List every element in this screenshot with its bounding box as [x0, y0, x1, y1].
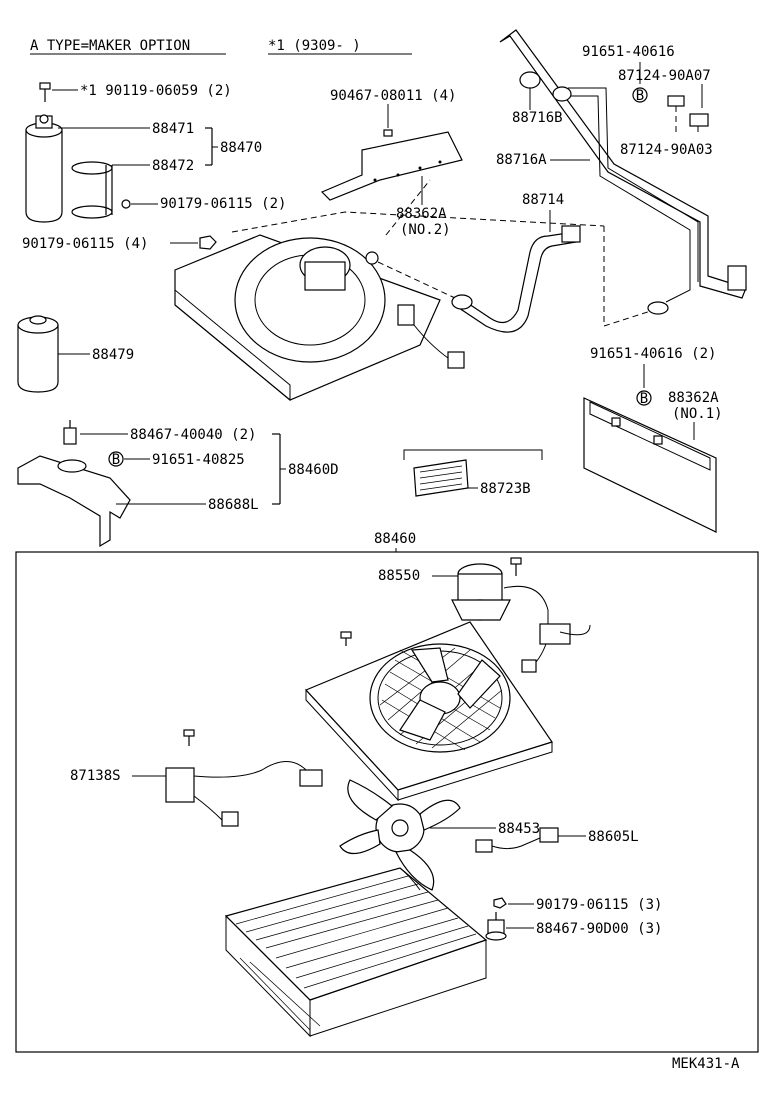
label-88470: 88470	[220, 140, 262, 156]
dash-ref-1	[231, 211, 605, 233]
label-87124-a03: 87124-90A03	[620, 142, 713, 158]
condenser-assembly-icon	[174, 234, 465, 402]
label-88479: 88479	[92, 347, 134, 363]
label-88605l: 88605L	[588, 829, 639, 845]
label-87124-a07: 87124-90A07	[618, 68, 711, 84]
bolt-icon	[63, 420, 77, 445]
fitting-icon	[552, 86, 572, 102]
assembly-88460-box	[15, 551, 759, 1053]
svg-text:B: B	[636, 88, 644, 104]
svg-text:B: B	[112, 452, 120, 468]
cover-plate-no1-icon	[583, 397, 717, 533]
svg-text:B: B	[640, 391, 648, 407]
bolt-icon	[383, 129, 393, 137]
label-88471: 88471	[152, 121, 194, 137]
fan-blade-icon	[339, 779, 461, 891]
label-screw-top: *1 90119-06059 (2)	[80, 83, 232, 99]
nut-icon	[493, 897, 507, 909]
label-88472: 88472	[152, 158, 194, 174]
label-88460d: 88460D	[288, 462, 339, 478]
label-91651-40825: 91651-40825	[152, 452, 245, 468]
fan-shroud-icon	[304, 621, 553, 802]
label-90179-4: 90179-06115 (4)	[22, 236, 148, 252]
label-88362a-no2: 88362A	[396, 206, 447, 222]
label-90179-3: 90179-06115 (3)	[536, 897, 662, 913]
condenser-core-icon	[224, 867, 488, 1038]
cover-plate-no2-icon	[320, 131, 463, 201]
dash-ref-4	[377, 261, 456, 299]
label-88362a-no1-sub: (NO.1)	[672, 406, 723, 422]
nut-icon	[121, 199, 131, 209]
label-87138s: 87138S	[70, 768, 121, 784]
label-88688l: 88688L	[208, 497, 259, 513]
wire-harness-icon	[475, 827, 559, 853]
label-88716a: 88716A	[496, 152, 547, 168]
dash-ref-5	[385, 179, 431, 236]
receiver-dryer-icon	[25, 114, 63, 223]
clamp-icon	[667, 95, 709, 136]
label-88460: 88460	[374, 531, 416, 547]
mounting-bracket-icon	[17, 455, 131, 548]
bracket-88723b	[403, 449, 543, 460]
fan-motor-icon	[451, 557, 591, 673]
screw-icon	[39, 82, 51, 102]
label-88714: 88714	[522, 192, 564, 208]
callout-b-icon: B	[108, 451, 124, 468]
label-88362a-no1: 88362A	[668, 390, 719, 406]
type-note: A TYPE=MAKER OPTION	[30, 38, 190, 54]
label-88467-40040: 88467-40040 (2)	[130, 427, 256, 443]
hose-88714-icon	[451, 225, 581, 333]
bolt-icon	[183, 729, 195, 746]
label-90467: 90467-08011 (4)	[330, 88, 456, 104]
label-91651-2: 91651-40616 (2)	[590, 346, 716, 362]
diagram-code: MEK431-A	[672, 1056, 740, 1072]
spare-dryer-icon	[17, 315, 59, 393]
label-90179-2: 90179-06115 (2)	[160, 196, 286, 212]
label-91651-top: 91651-40616	[582, 44, 675, 60]
callout-b-icon: B	[632, 87, 648, 104]
label-88550: 88550	[378, 568, 420, 584]
date-note: *1 (9309- )	[268, 38, 361, 54]
label-88723b: 88723B	[480, 481, 531, 497]
callout-b-icon: B	[636, 390, 652, 407]
fitting-c-icon	[519, 71, 541, 89]
caution-label-icon	[413, 459, 469, 497]
thermo-switch-icon	[165, 761, 323, 827]
label-88716b: 88716B	[512, 110, 563, 126]
label-88453: 88453	[498, 821, 540, 837]
label-88362a-no2-sub: (NO.2)	[400, 222, 451, 238]
bracket-clamp-icon	[71, 161, 113, 219]
label-88467-90d00: 88467-90D00 (3)	[536, 921, 662, 937]
nut-icon	[199, 235, 217, 250]
mount-cushion-icon	[485, 912, 507, 941]
